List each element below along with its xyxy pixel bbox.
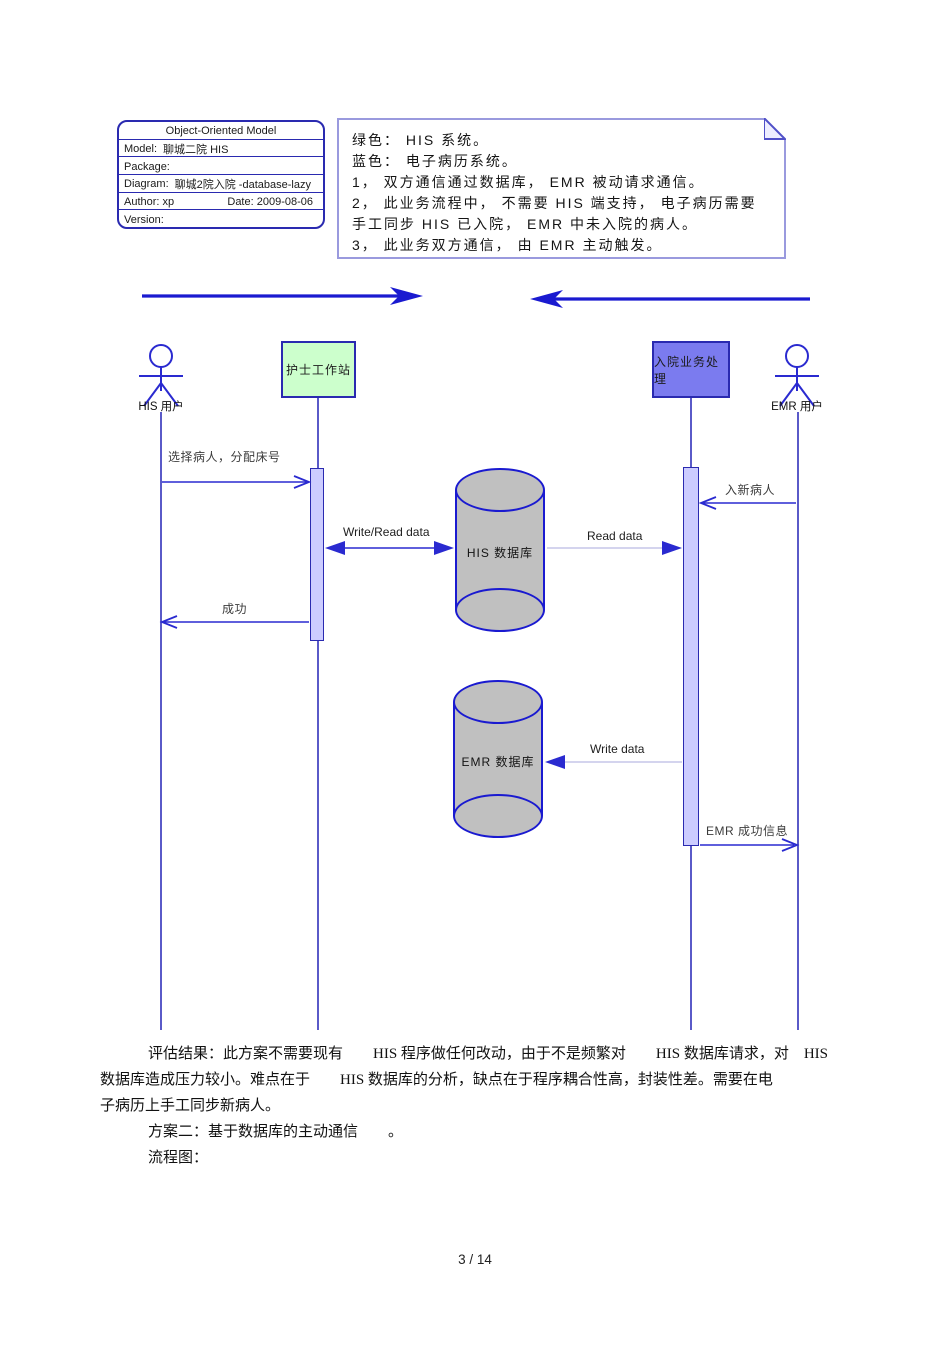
activation-bar-nurse-station bbox=[310, 468, 324, 641]
message-read-data-arrow bbox=[547, 541, 682, 555]
database-his-label: HIS 数据库 bbox=[466, 546, 534, 560]
page-number: 3 / 14 bbox=[458, 1252, 492, 1267]
database-his: HIS 数据库 bbox=[455, 468, 545, 632]
package-label: Package: bbox=[124, 160, 170, 173]
model-row-model: Model: 聊城二院 HIS bbox=[119, 138, 323, 157]
message-new-patient-label: 入新病人 bbox=[725, 483, 776, 497]
version-label: Version: bbox=[124, 213, 164, 226]
diagram-label: Diagram: bbox=[124, 178, 169, 191]
actor-head bbox=[149, 344, 173, 368]
cylinder-bottom bbox=[453, 794, 543, 838]
model-label: Model: bbox=[124, 143, 158, 155]
message-select-patient-label: 选择病人，分配床号 bbox=[168, 450, 281, 464]
message-read-data-label: Read data bbox=[587, 529, 643, 543]
diagram-value: 聊城2院入院 -database-lazy bbox=[174, 179, 311, 192]
actor-head bbox=[785, 344, 809, 368]
cylinder-bottom bbox=[455, 588, 545, 632]
flow-arrow-right bbox=[142, 287, 423, 305]
actor-his-user-label: HIS 用户 bbox=[138, 401, 184, 413]
paragraph-scheme2: 方案二：基于数据库的主动通信 。 bbox=[148, 1124, 404, 1140]
actor-emr-user bbox=[773, 344, 821, 413]
lifeline-his-user bbox=[160, 412, 162, 1030]
message-write-data-arrow bbox=[545, 755, 682, 769]
message-write-read-data-label: Write/Read data bbox=[343, 525, 430, 539]
message-success-arrow bbox=[159, 615, 309, 629]
object-nurse-station-label: 护士工作站 bbox=[285, 363, 351, 377]
actor-his-user bbox=[137, 344, 185, 413]
lifeline-nurse-station bbox=[317, 398, 319, 1030]
flow-arrow-left bbox=[530, 290, 810, 308]
message-write-read-data-arrow bbox=[325, 541, 454, 555]
object-admission-process: 入院业务处理 bbox=[652, 341, 730, 398]
paragraph-flowchart: 流程图： bbox=[148, 1150, 209, 1166]
activation-bar-admission-process bbox=[683, 467, 699, 846]
cylinder-top bbox=[455, 468, 545, 512]
author-value: Author: xp bbox=[124, 196, 175, 209]
message-write-data-label: Write data bbox=[590, 742, 645, 756]
model-row-diagram: Diagram: 聊城2院入院 -database-lazy bbox=[119, 174, 323, 192]
object-admission-process-label: 入院业务处理 bbox=[654, 354, 720, 386]
note-line: 蓝色： 电子病历系统。 bbox=[352, 153, 518, 169]
message-emr-success-label: EMR 成功信息 bbox=[706, 824, 789, 838]
model-row-version: Version: bbox=[119, 209, 323, 227]
message-emr-success-arrow bbox=[700, 838, 800, 852]
paragraph-line: 评估结果：此方案不需要现有 HIS 程序做任何改动，由于不是频繁对 HIS 数据… bbox=[148, 1046, 829, 1062]
message-new-patient-arrow bbox=[698, 496, 796, 510]
database-emr-label: EMR 数据库 bbox=[461, 755, 535, 769]
model-row-author: Author: xp Date: 2009-08-06 bbox=[119, 191, 323, 210]
paragraph-line: 数据库造成压力较小。难点在于 HIS 数据库的分析，缺点在于程序耦合性高，封装性… bbox=[100, 1072, 773, 1088]
lifeline-emr-user bbox=[797, 412, 799, 1030]
message-success-label: 成功 bbox=[222, 602, 248, 616]
object-nurse-station: 护士工作站 bbox=[281, 341, 356, 398]
annotation-note: 绿色： HIS 系统。 蓝色： 电子病历系统。 1， 双方通信通过数据库， EM… bbox=[337, 115, 788, 259]
note-line: 手工同步 HIS 已入院， EMR 中未入院的病人。 bbox=[352, 216, 699, 232]
model-row-package: Package: bbox=[119, 156, 323, 174]
body-text: 评估结果：此方案不需要现有 HIS 程序做任何改动，由于不是频繁对 HIS 数据… bbox=[100, 1041, 845, 1171]
model-value: 聊城二院 HIS bbox=[163, 144, 229, 157]
message-select-patient-arrow bbox=[162, 475, 312, 489]
note-line: 3， 此业务双方通信， 由 EMR 主动触发。 bbox=[352, 237, 663, 253]
note-line: 2， 此业务流程中， 不需要 HIS 端支持， 电子病历需要 bbox=[352, 195, 757, 211]
note-line: 1， 双方通信通过数据库， EMR 被动请求通信。 bbox=[352, 174, 705, 190]
cylinder-top bbox=[453, 680, 543, 724]
paragraph-line: 子病历上手工同步新病人。 bbox=[100, 1098, 281, 1114]
model-info-box: Object-Oriented Model Model: 聊城二院 HIS Pa… bbox=[117, 120, 325, 229]
date-value: Date: 2009-08-06 bbox=[227, 196, 313, 209]
database-emr: EMR 数据库 bbox=[453, 680, 543, 838]
note-line: 绿色： HIS 系统。 bbox=[352, 132, 490, 148]
model-box-title: Object-Oriented Model bbox=[165, 125, 277, 138]
note-fold-corner bbox=[763, 115, 788, 140]
actor-emr-user-label: EMR 用户 bbox=[771, 401, 823, 413]
